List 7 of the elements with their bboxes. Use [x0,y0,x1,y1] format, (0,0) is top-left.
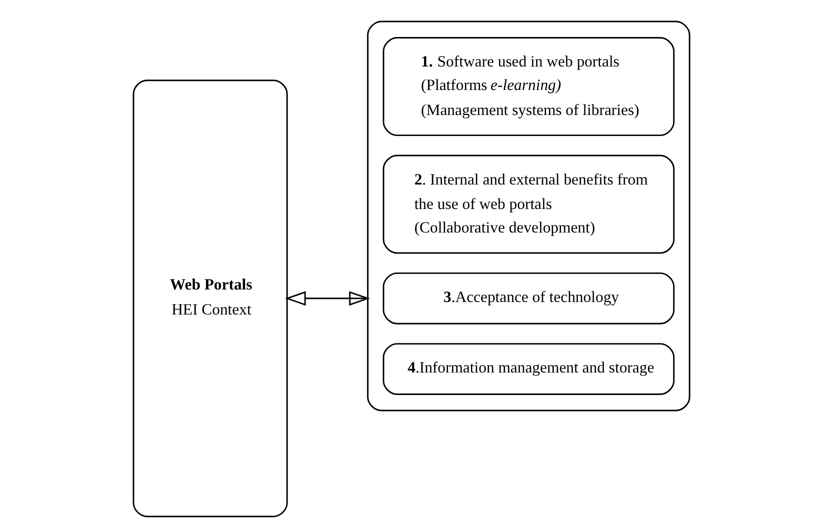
node-box: Web Portals HEI Context [132,80,288,518]
cluster [366,20,690,412]
node-box: 1. Software used in web portals (Platforms e-learning) (Management systems of libraries) [382,37,674,136]
node-box: 2. Internal and external benefits from the use of web portals (Collaborative development) [382,154,674,254]
arrow [284,291,370,306]
node-box: 3.Acceptance of technology [382,272,674,324]
node-box: 4.Information management and storage [382,343,674,395]
